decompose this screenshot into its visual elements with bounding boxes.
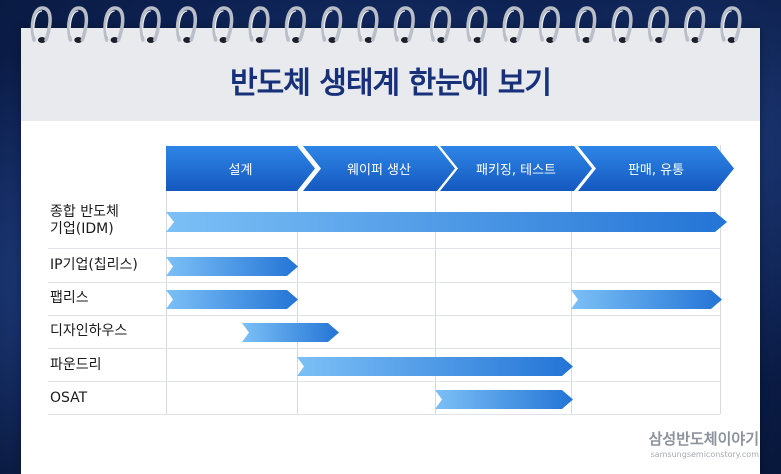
bar-osat: [435, 390, 573, 409]
watermark-url: samsungsemiconstory.com: [650, 450, 759, 459]
binding-ring: [66, 6, 89, 43]
bar-design-house: [242, 323, 339, 342]
watermark: 삼성반도체이야기 samsungsemiconstory.com: [649, 428, 759, 459]
grid-line: [571, 145, 572, 414]
binding-ring: [393, 6, 415, 43]
bar-foundry: [297, 357, 573, 376]
bar-fabless-design: [166, 290, 298, 309]
binding-ring: [575, 6, 597, 43]
binding-ring: [720, 6, 742, 43]
binding-ring: [611, 6, 633, 43]
binding-ring: [139, 6, 161, 43]
grid-line: [48, 414, 720, 415]
binding-ring: [466, 6, 488, 43]
binding-ring: [175, 6, 197, 43]
grid-line: [435, 145, 436, 414]
binding-ring: [357, 6, 379, 43]
grid-line: [166, 145, 167, 414]
bar-ip-design: [166, 257, 298, 276]
binding-ring: [684, 6, 706, 43]
binding-ring: [284, 6, 306, 43]
phase-label: 패키징, 테스트: [475, 163, 557, 178]
row-label-fabless: 팹리스: [50, 290, 89, 306]
binding-ring: [103, 6, 125, 43]
page-title: 반도체 생태계 한눈에 보기: [230, 66, 552, 101]
phase-packaging: 패키징, 테스트: [440, 146, 592, 191]
binding-ring: [538, 6, 560, 43]
row-label-design-house: 디자인하우스: [50, 323, 128, 339]
bar-fabless-sales: [571, 290, 722, 309]
phase-sales: 판매, 유통: [578, 146, 734, 191]
binding-ring: [321, 6, 343, 43]
grid-line: [48, 348, 720, 349]
row-label-line: 종합 반도체: [50, 204, 119, 220]
binding-ring: [248, 6, 270, 43]
bar-idm: [166, 212, 727, 232]
phase-label: 웨이퍼 생산: [347, 163, 411, 178]
grid-line: [297, 145, 298, 414]
watermark-logo: 삼성반도체이야기: [648, 430, 759, 448]
binding-ring: [212, 6, 234, 43]
grid-line: [48, 381, 720, 382]
phase-wafer: 웨이퍼 생산: [303, 146, 455, 191]
row-label-idm: 종합 반도체 기업(IDM): [50, 204, 119, 238]
row-label-foundry: 파운드리: [50, 357, 102, 373]
grid-line: [48, 282, 720, 283]
binding-ring: [647, 6, 669, 43]
phase-design: 설계: [166, 146, 315, 191]
phase-label: 판매, 유통: [627, 163, 685, 178]
notebook-paper: [21, 28, 760, 474]
binding-ring: [30, 6, 52, 43]
binding-ring: [429, 6, 452, 43]
row-label-osat: OSAT: [50, 390, 88, 406]
grid-line: [720, 145, 721, 414]
spiral-binding: [30, 6, 742, 43]
row-label-line: 기업(IDM): [50, 221, 114, 237]
grid-line: [48, 248, 720, 249]
binding-ring: [502, 6, 524, 43]
header-band: [21, 28, 760, 121]
row-label-ip: IP기업(칩리스): [50, 257, 138, 273]
phase-label: 설계: [228, 163, 253, 178]
grid-line: [48, 315, 720, 316]
